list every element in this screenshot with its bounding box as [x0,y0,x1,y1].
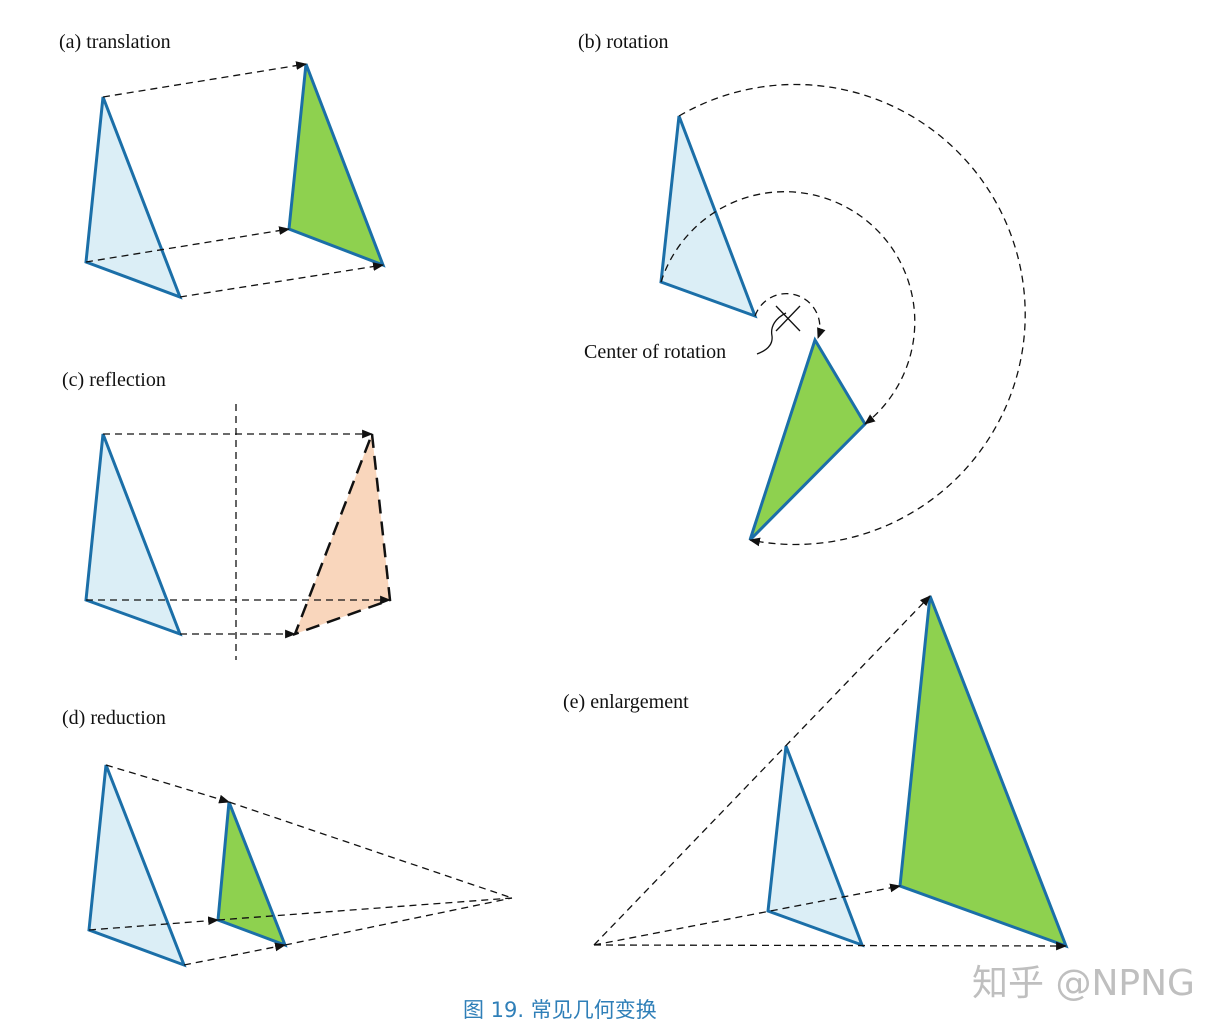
enlarged-triangle [898,595,1069,949]
original-triangle [84,433,183,637]
reduction-ray-bottom [284,897,513,946]
watermark: 知乎 @NPNG [972,963,1195,1004]
reduction-arrow-bottom [183,942,287,966]
panel-label-reflection: (c) reflection [62,369,166,391]
translation-arrow-top [102,61,308,98]
panel-enlargement: (e) enlargement [563,595,1069,951]
panel-rotation: (b) rotation Center of rotation [578,31,1026,547]
reduction-ray-top [228,801,513,899]
panel-label-rotation: (b) rotation [578,31,669,53]
panel-label-translation: (a) translation [59,31,171,53]
rotated-triangle [748,336,867,542]
reduction-arrow-left [88,916,220,931]
original-triangle [87,764,187,968]
rotation-arc-inner [754,293,826,340]
rotation-arc-outer [678,83,1026,547]
enlargement-arrow-bottom [593,941,1068,951]
original-triangle [659,115,758,319]
reduction-ray-left [217,897,513,921]
rotation-arc-middle [660,191,916,425]
original-triangle [766,745,865,948]
panel-label-reduction: (d) reduction [62,707,166,729]
panel-reflection: (c) reflection [62,369,392,660]
center-of-rotation-label: Center of rotation [584,341,726,363]
reduction-arrow-top [105,764,231,804]
panel-reduction: (d) reduction [62,707,513,968]
center-of-rotation-cross [775,305,801,332]
reduced-triangle [216,801,288,948]
panel-translation: (a) translation [59,31,386,300]
original-triangle [84,96,183,300]
translation-arrow-bottom [179,262,385,298]
center-label-leader [756,312,787,355]
figure-caption: 图 19. 常见几何变换 [463,998,657,1022]
translation-arrow-left [85,226,291,263]
enlargement-arrow-top [593,595,931,946]
enlargement-arrow-left [593,883,902,946]
panel-label-enlargement: (e) enlargement [563,691,689,713]
translated-triangle [287,63,386,268]
reflected-triangle [292,433,392,637]
